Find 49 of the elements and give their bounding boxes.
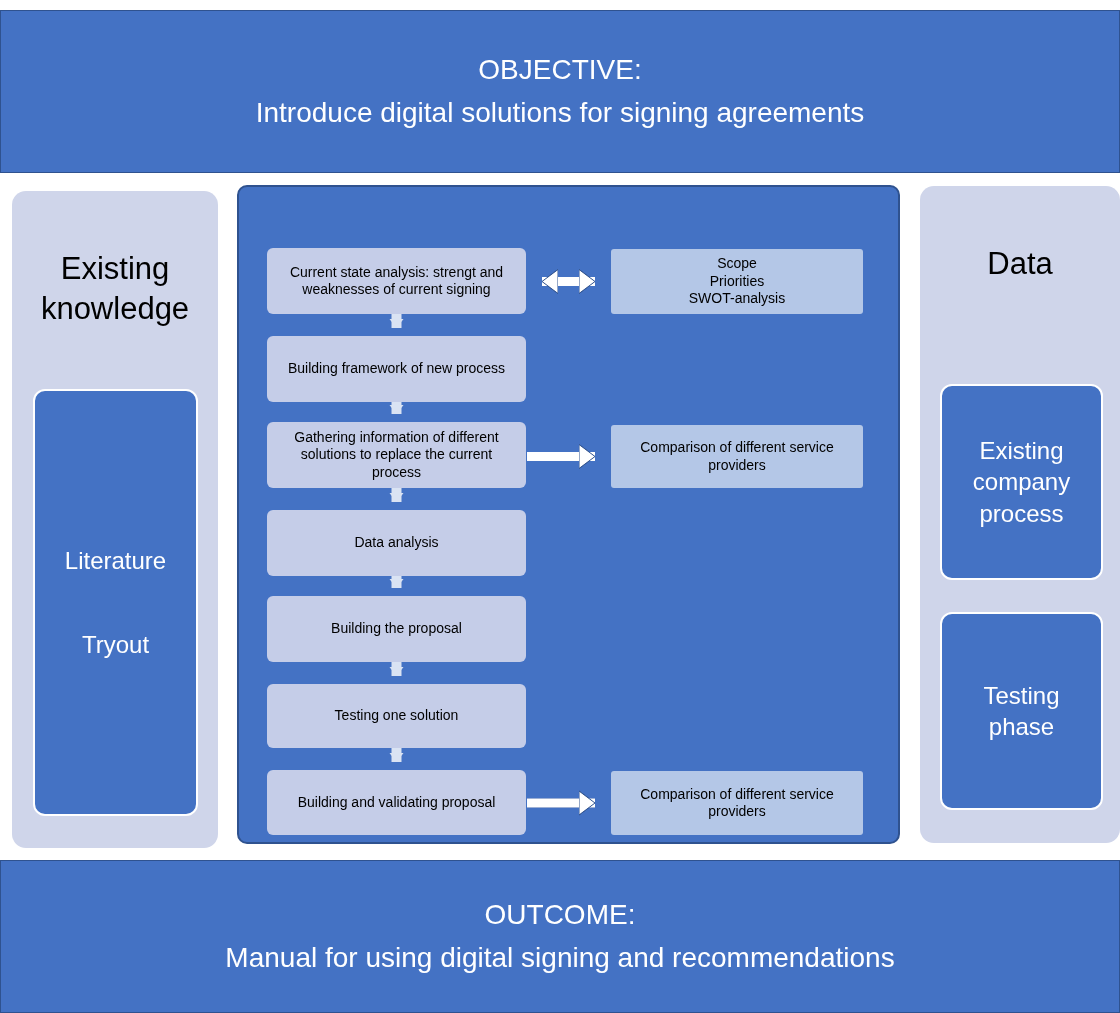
panel-title: Data — [987, 245, 1053, 283]
block-arrow — [389, 748, 404, 762]
block-arrow — [389, 488, 404, 502]
process-box — [267, 510, 526, 576]
statement: Manual for using digital signing and recommendations — [225, 940, 895, 975]
source-box — [940, 612, 1103, 810]
statement: Introduce digital solutions for signing agreements — [255, 95, 865, 130]
box-label: Building and validating proposal — [297, 793, 496, 812]
block-arrow — [527, 444, 596, 469]
info-box — [611, 249, 863, 314]
source-box — [33, 389, 198, 816]
box-label: Priorities — [709, 272, 765, 291]
box-label: Literature — [64, 546, 167, 577]
process-box — [267, 248, 526, 314]
process-box — [267, 422, 526, 488]
box-label: SWOT-analysis — [688, 290, 786, 308]
box-label: Data analysis — [354, 534, 439, 552]
block-arrow — [389, 314, 404, 328]
block-arrow — [527, 790, 596, 816]
box-label: Existing company process — [971, 436, 1072, 529]
info-box — [611, 425, 863, 488]
side-panel — [920, 186, 1120, 843]
box-label: Comparison of different service providers — [639, 439, 835, 474]
box-label: Building the proposal — [331, 620, 462, 638]
box-label: Testing phase — [982, 680, 1061, 742]
process-box — [267, 596, 526, 662]
box-label: Gathering information of different solutions to replace the current process — [293, 428, 500, 482]
block-arrow — [541, 269, 596, 294]
heading: OBJECTIVE: — [478, 53, 642, 88]
heading: OUTCOME: — [484, 898, 636, 933]
process-panel — [237, 185, 900, 844]
panel-title: Existing knowledge — [39, 250, 191, 329]
block-arrow — [389, 576, 404, 588]
heading-band — [0, 10, 1120, 173]
source-box — [940, 384, 1103, 580]
box-label: Testing one solution — [334, 707, 459, 725]
process-box — [267, 684, 526, 748]
box-label: Current state analysis: strengt and weaknesses of current signing — [288, 263, 505, 299]
box-label: Building framework of new process — [287, 360, 506, 378]
block-arrow — [389, 402, 404, 414]
heading-band — [0, 860, 1120, 1013]
block-arrow — [389, 662, 404, 676]
info-box — [611, 771, 863, 835]
process-box — [267, 770, 526, 835]
box-label: Scope — [717, 255, 757, 273]
process-box — [267, 336, 526, 402]
box-label: Tryout — [81, 629, 150, 660]
box-label: Comparison of different service providers — [639, 785, 835, 821]
side-panel — [12, 191, 218, 848]
